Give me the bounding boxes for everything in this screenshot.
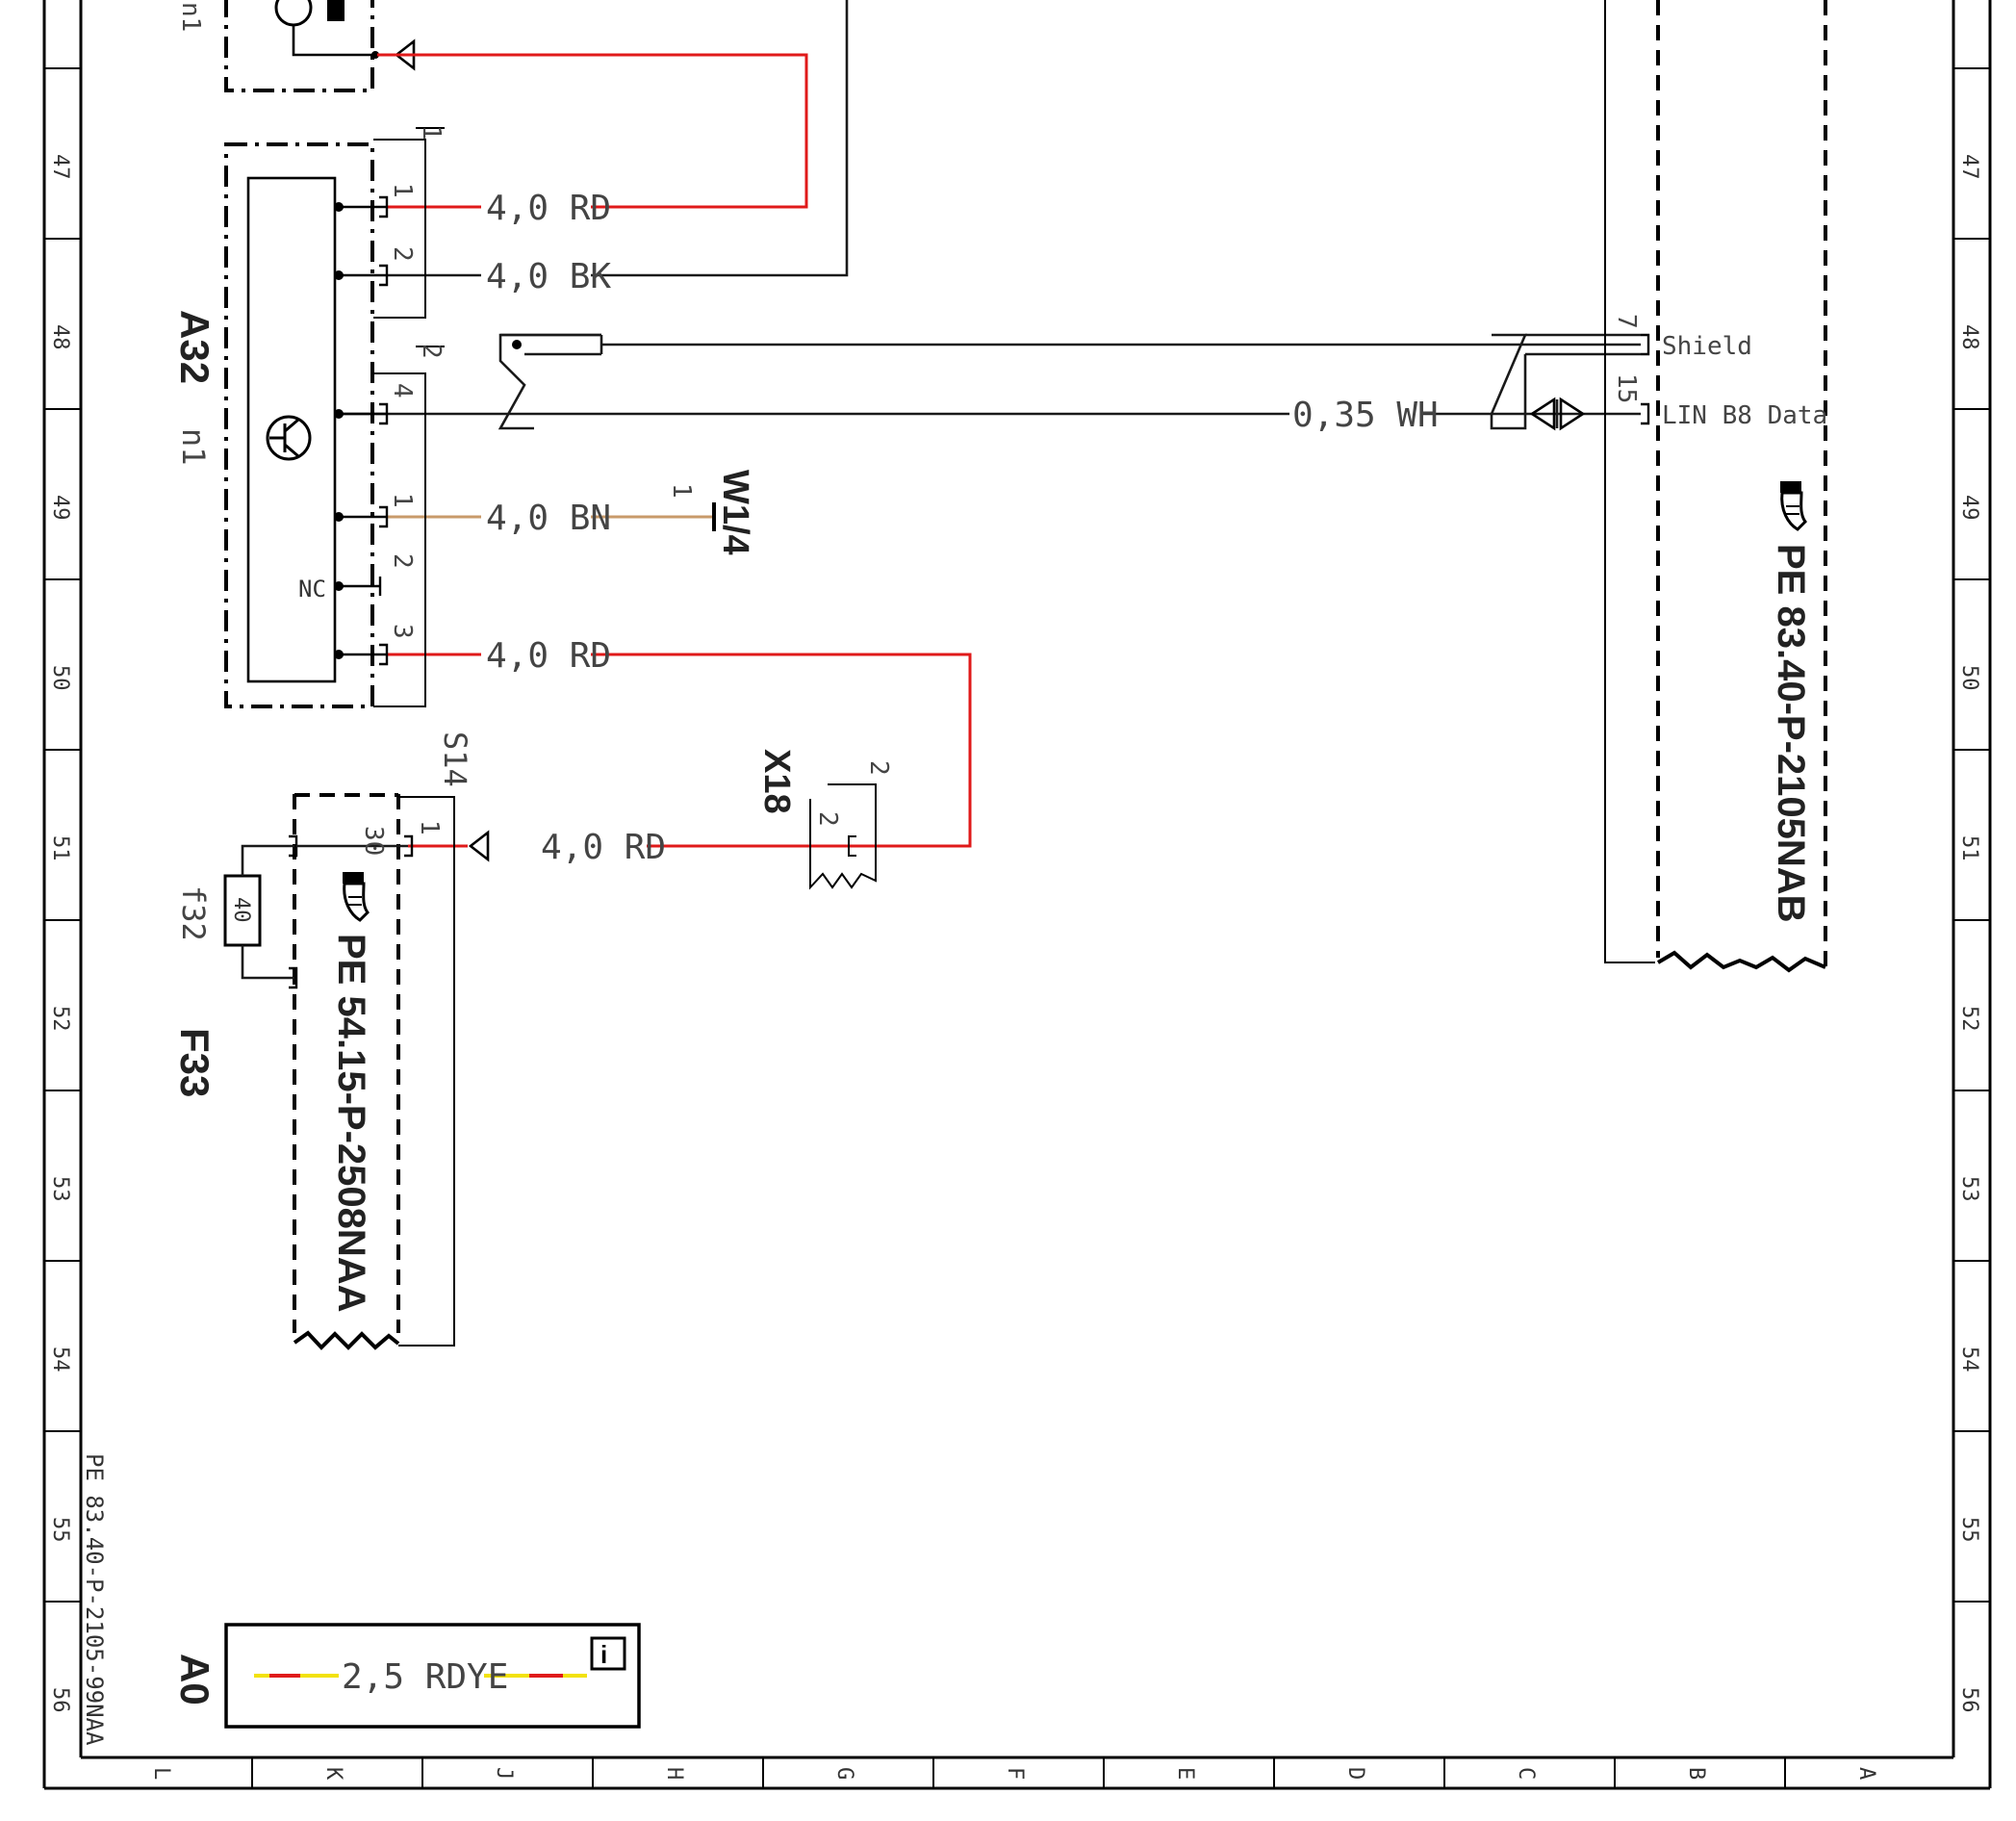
row-label-left: 51 — [48, 835, 72, 861]
legend-box: 2,5 RDYE i A0 — [172, 1623, 641, 1729]
column-label: G — [832, 1767, 856, 1780]
module-pin-7-label: 7 — [1612, 314, 1641, 329]
wire-label-bn: 4,0 BN — [486, 499, 611, 538]
row-label-right: 53 — [1957, 1176, 1981, 1202]
f33-pin-in-label: 30 — [359, 826, 388, 856]
column-label: B — [1684, 1767, 1708, 1780]
legend-wire-label: 2,5 RDYE — [342, 1657, 508, 1697]
f33-pin-out-label: 1 — [415, 820, 444, 835]
shield-label: Shield — [1662, 332, 1752, 361]
column-label: H — [662, 1767, 686, 1780]
pin-label: 2 — [388, 246, 417, 262]
module-reference-note: PE 83.40-P-2105NAB — [1770, 544, 1812, 923]
wire-label-rd-3: 4,0 RD — [541, 828, 666, 867]
column-label: K — [321, 1767, 345, 1781]
shielded-cable — [498, 333, 1641, 431]
row-label-right: 52 — [1957, 1006, 1981, 1032]
column-label: A — [1854, 1767, 1878, 1780]
x18-ref-label: X18 — [756, 749, 797, 814]
w1-terminal: 1 W1/4 — [667, 470, 755, 555]
module-pin-15-label: 15 — [1612, 373, 1641, 403]
row-label-left: 54 — [48, 1347, 72, 1372]
column-label: C — [1514, 1767, 1538, 1780]
a32-sub-label: n1 — [175, 428, 212, 466]
pointing-hand-icon — [343, 872, 370, 922]
wire-label-bk: 4,0 BK — [486, 257, 611, 296]
row-label-left: 55 — [48, 1517, 72, 1543]
info-icon: i — [590, 1636, 626, 1671]
f33-reference-note: PE 54.15-P-2508NAA — [330, 934, 372, 1313]
pointing-hand-icon — [1780, 481, 1807, 531]
column-label: E — [1173, 1767, 1197, 1780]
nc-label: NC — [298, 576, 326, 603]
pin-label: 4 — [388, 383, 417, 398]
column-label: J — [492, 1767, 516, 1780]
top-component-sub-label: n1 — [176, 2, 205, 32]
row-label-right: 55 — [1957, 1517, 1981, 1543]
legend-ref-label: A0 — [172, 1654, 217, 1706]
w1-ref-label: W1/4 — [715, 470, 755, 555]
row-label-left: 50 — [48, 665, 72, 691]
row-label-right: 56 — [1957, 1687, 1981, 1713]
x18-connector: 2 2 X18 — [756, 749, 893, 890]
column-label: D — [1343, 1767, 1367, 1780]
column-label: L — [149, 1767, 173, 1780]
row-label-right: 49 — [1957, 495, 1981, 521]
wire-label-rd-2: 4,0 RD — [486, 636, 611, 676]
row-label-left: 49 — [48, 495, 72, 521]
pin-label: 1 — [388, 183, 417, 198]
top-component: n1 — [176, 0, 379, 92]
right-module: 7 15 Shield LIN B8 Data PE 83.40-P-2105N… — [1604, 0, 1827, 973]
pin-label: 1 — [388, 493, 417, 508]
row-label-right: 48 — [1957, 324, 1981, 350]
row-label-left: 48 — [48, 324, 72, 350]
column-label: F — [1003, 1767, 1027, 1780]
x18-pin-label-outer: 2 — [864, 760, 893, 776]
wire-labels: 4,0 RD 4,0 BK 0,35 WH 4,0 BN 4,0 RD 4,0 … — [486, 189, 1439, 867]
row-label-right: 54 — [1957, 1347, 1981, 1372]
connector-1-label: 1 — [417, 125, 446, 141]
row-grid: 47 48 49 50 51 52 53 54 55 56 47 48 49 5… — [44, 67, 1990, 1713]
svg-text:i: i — [600, 1640, 607, 1669]
w1-pin-label: 1 — [667, 483, 696, 499]
row-label-left: 56 — [48, 1687, 72, 1713]
wire-label-wh: 0,35 WH — [1292, 396, 1439, 435]
connector-2-label: 2 — [417, 344, 446, 359]
lin-label: LIN B8 Data — [1662, 401, 1827, 430]
a32-module: 1 2 1 2 4 1 2 3 NC A32 n1 — [172, 125, 446, 708]
s14-label: S14 — [437, 731, 473, 787]
row-label-right: 51 — [1957, 835, 1981, 861]
a32-ref-label: A32 — [172, 310, 217, 384]
row-label-left: 47 — [48, 154, 72, 180]
row-label-left: 52 — [48, 1006, 72, 1032]
fuse-rating-label: 40 — [229, 897, 253, 923]
f33-fuse-box: 40 f32 30 1 S14 F33 PE 54.15-P-2508NAA — [172, 731, 473, 1350]
pin-label: 3 — [388, 624, 417, 639]
row-label-left: 53 — [48, 1176, 72, 1202]
row-label-right: 50 — [1957, 665, 1981, 691]
wire-label-rd-1: 4,0 RD — [486, 189, 611, 228]
sheet-frame — [42, 0, 1992, 1790]
wires — [337, 0, 1641, 862]
row-label-right: 47 — [1957, 154, 1981, 180]
pin-label: 2 — [388, 553, 417, 569]
fuse-ref-label: f32 — [175, 885, 212, 941]
column-grid: L K J H G F E D C B A — [149, 1757, 1878, 1788]
document-code: PE 83.40-P-2105-99NAA — [81, 1453, 108, 1746]
x18-pin-label-inner: 2 — [813, 811, 842, 827]
f33-ref-label: F33 — [172, 1028, 217, 1097]
